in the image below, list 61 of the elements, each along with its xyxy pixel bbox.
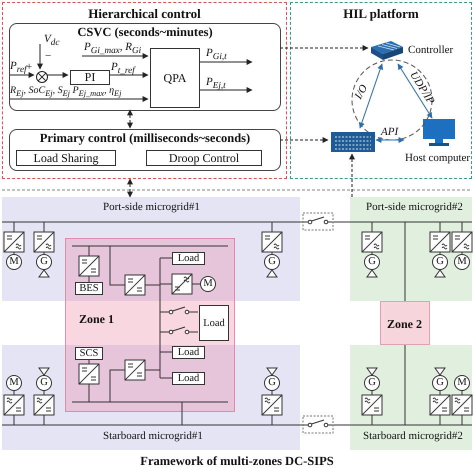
motor-symbol: M <box>454 254 470 270</box>
arrow <box>10 72 35 78</box>
edge-label: P$_{Gi,t}$ <box>206 47 227 62</box>
dashed-frame <box>2 2 287 179</box>
arrow <box>349 153 355 198</box>
motor-symbol: M <box>454 375 470 391</box>
arrow <box>10 96 149 102</box>
arrow <box>127 178 133 198</box>
arrow <box>398 64 432 118</box>
caption: Framework of multi-zones DC-SIPS <box>140 454 334 469</box>
edge-label: P$_{Ej,t}$ <box>206 76 226 90</box>
optimizer-block: QPA <box>150 48 200 108</box>
load-box: Load <box>172 252 205 265</box>
function-box: Droop Control <box>146 150 262 166</box>
arrow <box>82 53 149 59</box>
arrow <box>280 137 329 143</box>
control-panel <box>9 129 281 171</box>
edge-label: I/O <box>352 82 370 102</box>
control-panel <box>9 23 281 111</box>
band-title: Port-side microgrid#2 <box>366 201 463 213</box>
edge-label: P$_{Gi_max}$, R$_{Gi}$ <box>84 41 142 56</box>
load-box: Load <box>199 305 229 341</box>
motor-symbol: M <box>6 375 22 391</box>
zone-area <box>380 301 430 345</box>
band-title: Starboard microgrid#1 <box>103 430 203 442</box>
edge-label: V$_{dc}$ <box>44 33 60 48</box>
arrow <box>358 63 384 129</box>
device-label: Host computer <box>405 152 470 164</box>
frame-title: HIL platform <box>343 6 419 22</box>
edge-label: P$_{ref}$ <box>10 60 27 74</box>
frame-title: Hierarchical control <box>88 6 201 22</box>
arrow <box>280 45 369 51</box>
arrow <box>37 44 43 70</box>
sign-label: + <box>26 61 32 73</box>
load-box: Load <box>172 372 205 385</box>
motor-symbol: M <box>6 254 22 270</box>
rack-device-icon <box>329 129 377 155</box>
function-box: Load Sharing <box>16 150 116 166</box>
arrow <box>198 87 253 93</box>
arrow <box>127 109 133 129</box>
panel-title: Primary control (milliseconds~seconds) <box>40 131 250 146</box>
summing-junction <box>36 71 48 83</box>
band-title: Starboard microgrid#2 <box>363 430 463 442</box>
controller-block: PI <box>70 70 110 85</box>
sign-label: − <box>45 50 52 62</box>
arrow <box>108 72 149 78</box>
edge-label: API <box>381 126 398 138</box>
zone-title: Zone 2 <box>387 317 422 332</box>
zone-title: Zone 1 <box>79 312 114 327</box>
storage-box: SCS <box>75 347 103 360</box>
storage-box: BES <box>75 282 103 295</box>
panel-title: CSVC (seconds~minutes) <box>77 25 213 40</box>
arrow <box>375 137 405 143</box>
band-title: Port-side microgrid#1 <box>103 201 200 213</box>
arrow <box>198 59 253 65</box>
arrow <box>46 72 69 78</box>
edge-label: P$_{t_ref}$ <box>111 61 135 76</box>
edge-label: R$_{Ej}$, SoC$_{Ej}$, S$_{Ej}$ P$_{Ej_max}$, η$_{Ej}$ <box>10 85 122 98</box>
dashed-frame <box>290 2 472 179</box>
device-label: Controller <box>408 44 454 56</box>
load-box: Load <box>172 346 205 359</box>
